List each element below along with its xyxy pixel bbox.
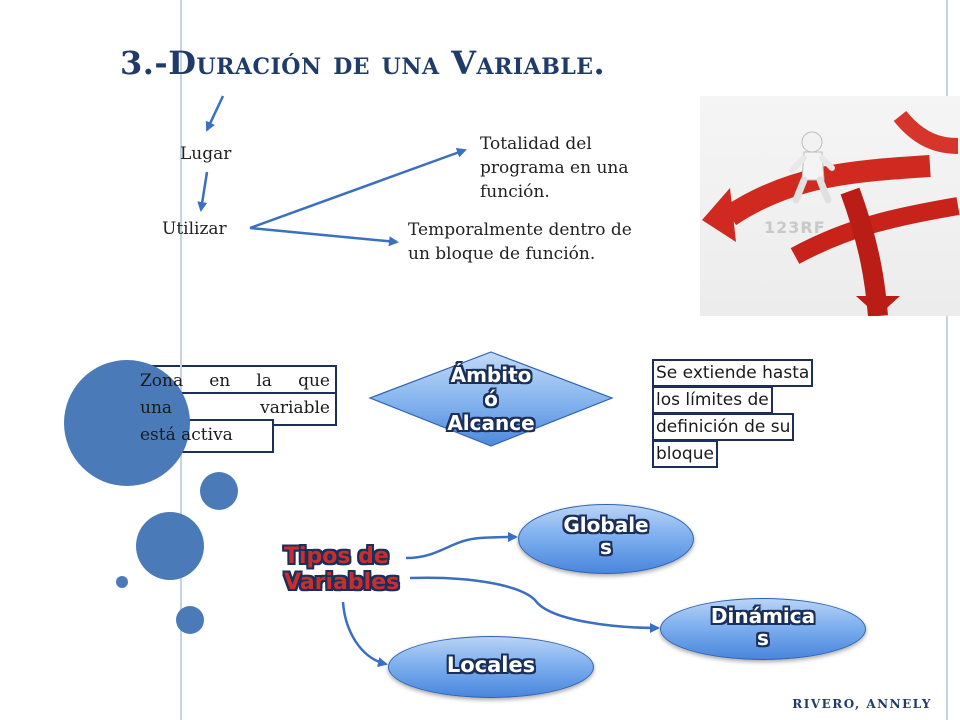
arrow-lugar-to-utilizar [197,171,209,212]
zona-row-1: Zona en la que [140,371,330,391]
zona-row-3: está activa [140,425,233,445]
temporalmente-text: Temporalmente dentro de un bloque de fun… [408,220,632,264]
medium-circle-2 [136,512,204,580]
arrow-title-to-lugar [205,95,225,132]
slide-title: 3.-Duración de una Variable. [120,44,606,82]
large-circle [64,360,190,486]
ambito-line-2: ó [484,387,498,411]
arrow-to-temporalmente [249,226,399,247]
ambito-diamond: Ámbito ó Alcance [368,350,614,450]
arrow-to-locales [341,601,388,668]
extiende-line-2: los límites de [656,390,769,410]
zona-text-block: Zona en la que una variable está activa [137,368,333,449]
extiende-line-3: definición de su [656,417,791,437]
tipos-de-variables: Tipos de Variables [284,544,400,595]
image-watermark: 123RF [764,218,826,237]
dinamicas-ellipse: Dinámica s [660,598,866,660]
extiende-line-1: Se extiende hasta [656,363,810,383]
ambito-line-3: Alcance [447,411,535,435]
globales-ellipse: Globale s [518,504,694,574]
locales-ellipse: Locales [388,636,594,698]
zona-row-2: una variable [140,398,330,418]
small-circle-2 [176,606,204,634]
lugar-label: Lugar [180,144,232,164]
author-footer: RIVERO, ANNELY [792,697,932,711]
utilizar-label: Utilizar [162,219,227,239]
ambito-line-1: Ámbito [450,363,532,387]
arrow-to-globales [405,532,518,560]
small-circle [116,576,128,588]
person-crossroads-arrows-icon [702,110,960,316]
medium-circle [200,472,238,510]
vertical-rule-left [180,0,182,720]
crossroads-image: 123RF [700,96,960,316]
arrow-to-dinamicas [409,576,660,633]
totalidad-text: Totalidad del programa en una función. [480,134,629,202]
extiende-text-block: Se extiende hasta los límites de definic… [656,360,856,468]
vertical-rule-right [946,0,948,720]
arrow-to-totalidad [249,148,467,230]
extiende-line-4: bloque [656,444,714,464]
